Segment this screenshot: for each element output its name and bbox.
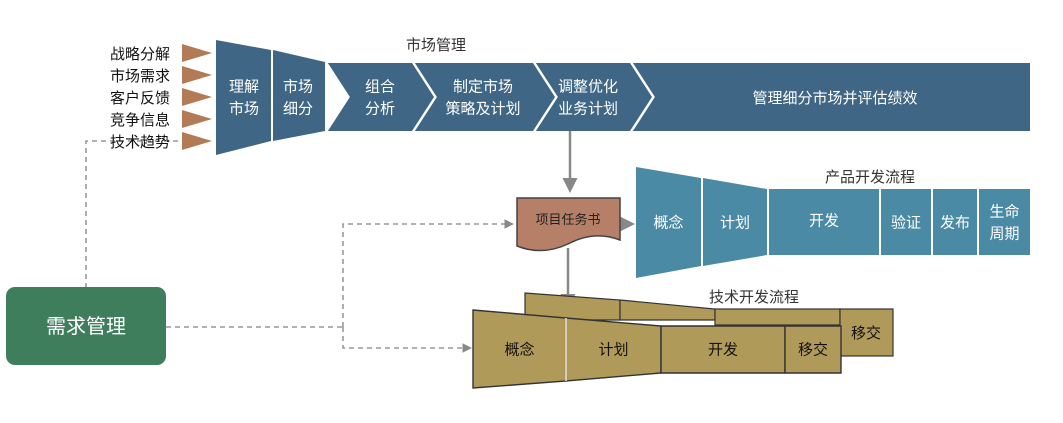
chevron-separator <box>534 62 558 132</box>
chevron-separator <box>326 62 350 132</box>
product-phase-label: 计划 <box>720 213 750 231</box>
input-label: 市场需求 <box>110 67 170 85</box>
product-phase-label: 验证 <box>891 213 921 231</box>
market-stage-label-line-1: 制定市场 <box>453 77 513 95</box>
tech-phase-label: 开发 <box>708 341 738 359</box>
input-arrow-icon <box>182 110 212 128</box>
input-arrow-icon <box>182 44 212 62</box>
input-label: 竞争信息 <box>110 111 170 129</box>
demand-management-box[interactable] <box>6 287 166 365</box>
product-phase-shape[interactable] <box>979 189 1030 255</box>
demand-management: 需求管理 <box>6 287 166 365</box>
demand-management-label: 需求管理 <box>46 314 126 338</box>
market-stage-label-line-2: 细分 <box>283 99 313 117</box>
input-arrow-icon <box>182 66 212 84</box>
tech-development-funnel: 移交概念计划开发移交 <box>472 292 894 389</box>
market-stage-label-line-1: 理解 <box>229 77 259 95</box>
tech-phase-label: 概念 <box>504 340 534 358</box>
tech-phase-label: 计划 <box>598 341 628 359</box>
input-arrow-icon <box>182 132 212 150</box>
product-phase-shape[interactable] <box>769 189 879 255</box>
chevron-separator <box>413 62 437 132</box>
market-stage-label-line-2: 策略及计划 <box>445 99 520 117</box>
market-stage-label-line-1: 市场 <box>283 77 313 95</box>
market-stage-label-line-2: 市场 <box>229 99 259 117</box>
input-label: 战略分解 <box>110 45 170 63</box>
market-title: 市场管理 <box>406 36 466 54</box>
market-stage-shape[interactable] <box>327 63 434 131</box>
product-phase-label: 概念 <box>653 214 683 232</box>
product-phase-label: 开发 <box>809 211 839 229</box>
market-stage-shape[interactable] <box>414 63 555 131</box>
market-final-label: 管理细分市场并评估绩效 <box>752 89 917 107</box>
product-phase-shape[interactable] <box>933 189 977 255</box>
tech-title: 技术开发流程 <box>709 288 799 306</box>
market-stage-label-line-1: 调整优化 <box>558 77 618 95</box>
market-stage-shape[interactable] <box>273 50 325 141</box>
market-stage-label-line-2: 业务计划 <box>558 99 618 117</box>
tech-back-shape <box>619 299 716 321</box>
market-stage-shape[interactable] <box>535 63 652 131</box>
tech-phase-label: 移交 <box>798 341 828 359</box>
tech-phase-shape[interactable] <box>784 325 842 374</box>
product-phase-shape[interactable] <box>703 178 767 266</box>
input-arrow-icon <box>182 88 212 106</box>
tech-back-shape <box>714 308 841 326</box>
tech-back-handover-label: 移交 <box>851 324 881 342</box>
product-phase-label-line-1: 生命 <box>989 202 1019 220</box>
market-stage-shape[interactable] <box>216 40 271 155</box>
product-phase-label-line-2: 周期 <box>989 224 1019 242</box>
input-label: 客户反馈 <box>110 89 170 107</box>
product-phase-shape[interactable] <box>636 167 701 278</box>
market-stage-label-line-2: 分析 <box>365 99 395 117</box>
connector-to-charter <box>342 219 514 327</box>
charter-label: 项目任务书 <box>535 212 600 228</box>
product-title: 产品开发流程 <box>825 168 915 186</box>
tech-back-layer: 移交 <box>524 292 894 357</box>
market-final-stage-shape[interactable] <box>632 63 1030 131</box>
input-label: 技术趋势 <box>110 133 170 151</box>
connector-to-tech <box>342 327 472 353</box>
market-stage-label-line-1: 组合 <box>365 77 395 95</box>
product-phase-label: 发布 <box>940 213 970 231</box>
project-charter: 项目任务书 <box>516 197 621 252</box>
connector-demand-to-inputs <box>85 140 178 288</box>
chevron-separator <box>631 62 655 132</box>
demand-connectors <box>85 140 514 353</box>
charter-document-shape <box>516 197 621 252</box>
product-phase-shape[interactable] <box>881 189 931 255</box>
